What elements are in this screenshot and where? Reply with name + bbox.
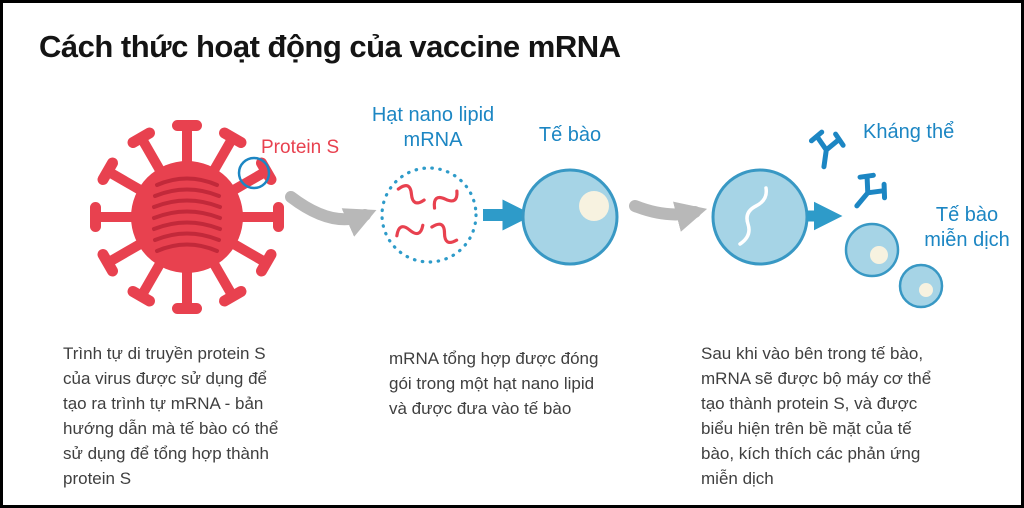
- antibody-label: Kháng thể: [863, 121, 955, 143]
- arrow-right-icon: [629, 200, 708, 232]
- cell-nucleus: [579, 191, 609, 221]
- cell-nucleus: [870, 246, 888, 264]
- immune-cell-icon: [898, 263, 944, 309]
- antibody-icon: [808, 129, 846, 170]
- protein-s-callout-circle: [237, 156, 271, 190]
- caption-step-3: Sau khi vào bên trong tế bào, mRNA sẽ đư…: [701, 344, 932, 488]
- cell-label: Tế bào: [538, 124, 602, 146]
- page-title: Cách thức hoạt động của vaccine mRNA: [39, 29, 621, 64]
- protein-s-label: Protein S: [261, 137, 340, 158]
- immune-cell-icon: [844, 222, 900, 278]
- cell-icon: [521, 168, 619, 266]
- cell-with-mrna-icon: [711, 168, 809, 266]
- virus-icon: [90, 120, 284, 314]
- caption-step-2: mRNA tổng hợp được đóng gói trong một hạ…: [389, 349, 599, 418]
- cell-nucleus: [919, 283, 933, 297]
- arrow-right-icon: [285, 191, 377, 237]
- antibody-icon: [854, 172, 888, 209]
- immune-cell-label: Tế bào miễn dịch: [924, 204, 1010, 251]
- nano-lipid-label: Hạt nano lipid mRNA: [371, 104, 495, 151]
- diagram-svg: [90, 120, 944, 314]
- lipid-nanoparticle-icon: [380, 166, 478, 264]
- mrna-strand-icon: [395, 184, 459, 244]
- virus-rna-coil-icon: [152, 176, 222, 253]
- caption-step-1: Trình tự di truyền protein S của virus đ…: [63, 344, 279, 488]
- mrna-strand-icon: [738, 186, 769, 246]
